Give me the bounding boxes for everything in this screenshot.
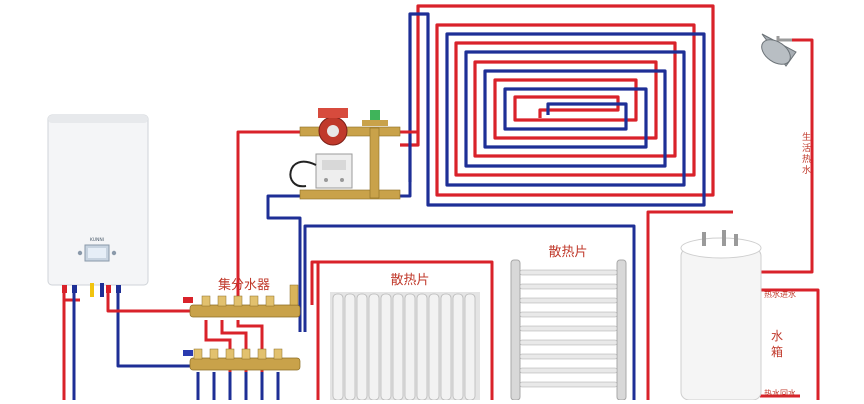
label-tank-hot-in: 热水进水: [764, 289, 796, 299]
valve-icon[interactable]: [362, 110, 388, 126]
label-tank-hot-return: 热水回水: [764, 388, 796, 398]
circulation-pump-icon[interactable]: [318, 108, 348, 146]
hot-to-radiator-1: [310, 260, 494, 400]
main-piping: [62, 38, 820, 400]
label-radiator-column: 散热片: [390, 273, 429, 288]
hot-to-towel: [646, 210, 733, 400]
manifold-supply-bar: [189, 304, 301, 318]
domestic-hot-line: [760, 38, 814, 274]
label-manifold: 集分水器: [218, 277, 270, 293]
manifold: [183, 284, 301, 371]
manifold-return-bar: [189, 357, 301, 371]
hot-riser: [236, 130, 300, 300]
towel-radiator: [510, 259, 627, 401]
power-cable: [289, 160, 317, 188]
label-tank: 水箱: [771, 329, 783, 359]
tank-return-line: [760, 288, 820, 400]
mixing-pipe-top: [299, 126, 401, 137]
boiler-cold-in-2: [116, 285, 190, 368]
mixing-station: [289, 108, 401, 200]
cold-return-from-coil: [266, 182, 412, 332]
air-vent: [289, 284, 299, 306]
wall-boiler: KUNNI: [47, 114, 149, 297]
boiler-hot-to-manifold: [106, 285, 190, 313]
control-box: [315, 153, 353, 189]
mixing-pipe-bottom: [299, 189, 401, 200]
label-radiator-towel: 散热片: [548, 245, 587, 260]
boiler-knob-right[interactable]: [111, 250, 117, 256]
label-domestic-hot-water: 生活热水: [802, 131, 811, 176]
cold-from-radiator-1: [303, 224, 636, 400]
column-radiator: [330, 292, 480, 401]
coil-cold-loop: [408, 12, 706, 207]
manifold-return-valve-blue[interactable]: [183, 350, 193, 356]
water-tank: [680, 230, 762, 401]
shower-head-icon: [761, 33, 797, 67]
manifold-supply-valve-red[interactable]: [183, 297, 193, 303]
coil-hot-loop: [400, 4, 715, 197]
boiler-brand: KUNNI: [90, 237, 104, 243]
boiler-knob-left[interactable]: [77, 250, 83, 256]
floor-heating-coil: [400, 4, 715, 207]
